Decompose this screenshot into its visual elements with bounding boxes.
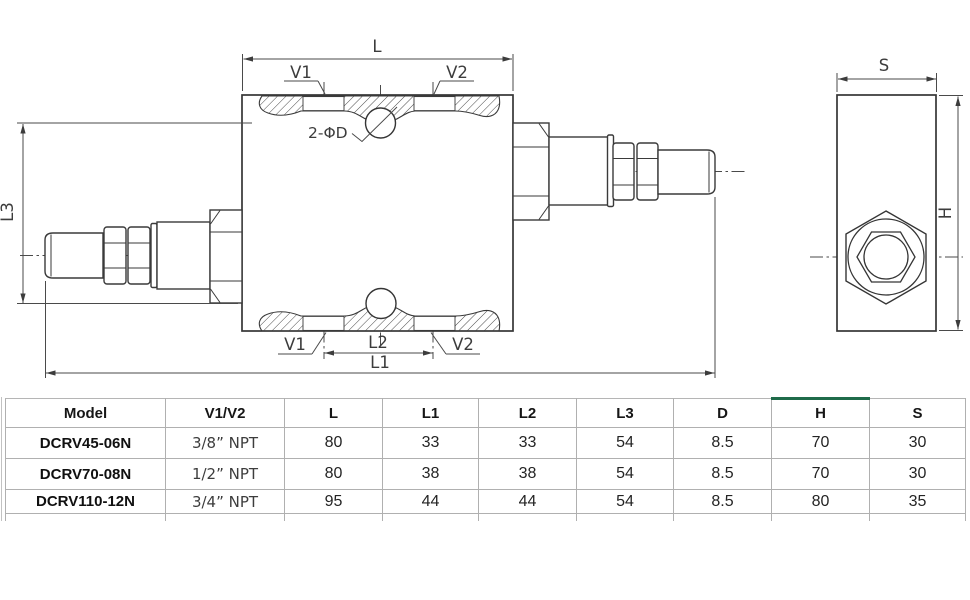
dim-label-l3: L3 xyxy=(0,202,17,222)
col-header-v1v2: V1/V2 xyxy=(165,398,285,428)
dim-label-s: S xyxy=(879,56,889,75)
dim-label-l: L xyxy=(372,37,382,56)
cell-l3: 54 xyxy=(576,458,674,490)
cell-port-size: 3/4” NPT xyxy=(165,489,285,514)
cell-l2: 44 xyxy=(478,489,577,514)
dim-label-l1: L1 xyxy=(370,353,390,372)
cell-d: 8.5 xyxy=(673,427,772,459)
port-label-v2-top: V2 xyxy=(446,63,468,82)
holes-leader-line xyxy=(351,106,398,143)
col-header-l: L xyxy=(284,398,383,428)
col-header-model: Model xyxy=(5,398,166,428)
port-bores xyxy=(302,96,456,331)
spec-header-row: Model V1/V2 L L1 L2 L3 D H S xyxy=(5,397,966,428)
valve-body-end-view xyxy=(836,94,937,332)
col-header-s: S xyxy=(869,398,966,428)
end-view-circle-outer xyxy=(847,218,925,296)
dim-label-l2: L2 xyxy=(368,333,388,352)
cell-h: 80 xyxy=(771,489,870,514)
port-label-v1-top: V1 xyxy=(290,63,312,82)
left-relief-cartridge xyxy=(44,209,243,304)
cell-l2: 33 xyxy=(478,427,577,459)
end-view-hex-inner xyxy=(856,231,916,283)
end-view-hex-outer xyxy=(845,210,927,305)
cell-l3: 54 xyxy=(576,427,674,459)
cell-l2: 38 xyxy=(478,458,577,490)
cell-l: 80 xyxy=(284,458,383,490)
spec-table-wrap: Model V1/V2 L L1 L2 L3 D H S DCRV45-06N … xyxy=(1,397,970,521)
cell-l1: 44 xyxy=(382,489,479,514)
table-row: DCRV110-12N 3/4” NPT 95 44 44 54 8.5 80 … xyxy=(5,489,966,514)
cell-s: 35 xyxy=(869,489,966,514)
cell-s: 30 xyxy=(869,458,966,490)
valve-technical-drawing: L V1 V2 2-ΦD V1 L2 V2 L1 L3 S H xyxy=(0,37,963,378)
mounting-hole-bottom xyxy=(365,287,397,320)
port-label-v2-bottom: V2 xyxy=(452,335,474,354)
cell-l: 80 xyxy=(284,427,383,459)
col-header-d: D xyxy=(673,398,772,428)
dim-label-h: H xyxy=(936,207,955,219)
valve-body-front-view xyxy=(241,94,514,332)
cell-l: 95 xyxy=(284,489,383,514)
cell-model: DCRV45-06N xyxy=(5,427,166,459)
cell-model: DCRV70-08N xyxy=(5,458,166,490)
col-header-h: H xyxy=(771,397,870,428)
cell-h: 70 xyxy=(771,427,870,459)
cell-port-size: 3/8” NPT xyxy=(165,427,285,459)
cell-port-size: 1/2” NPT xyxy=(165,458,285,490)
holes-note-label: 2-ΦD xyxy=(308,124,348,142)
col-header-l2: L2 xyxy=(478,398,577,428)
cell-l3: 54 xyxy=(576,489,674,514)
table-row: DCRV45-06N 3/8” NPT 80 33 33 54 8.5 70 3… xyxy=(5,427,966,459)
cell-h: 70 xyxy=(771,458,870,490)
model-spec-table: Model V1/V2 L L1 L2 L3 D H S DCRV45-06N … xyxy=(5,397,966,521)
col-header-l1: L1 xyxy=(382,398,479,428)
cell-model: DCRV110-12N xyxy=(5,489,166,514)
port-label-v1-bottom: V1 xyxy=(284,335,306,354)
cell-l1: 33 xyxy=(382,427,479,459)
end-view-circle-inner xyxy=(863,234,909,280)
right-relief-cartridge xyxy=(512,122,716,221)
col-header-l3: L3 xyxy=(576,398,674,428)
table-row: DCRV70-08N 1/2” NPT 80 38 38 54 8.5 70 3… xyxy=(5,458,966,490)
cell-l1: 38 xyxy=(382,458,479,490)
dimension-lines xyxy=(17,54,963,378)
cell-s: 30 xyxy=(869,427,966,459)
cell-d: 8.5 xyxy=(673,458,772,490)
cell-d: 8.5 xyxy=(673,489,772,514)
table-row-cropped-stub xyxy=(5,513,966,521)
